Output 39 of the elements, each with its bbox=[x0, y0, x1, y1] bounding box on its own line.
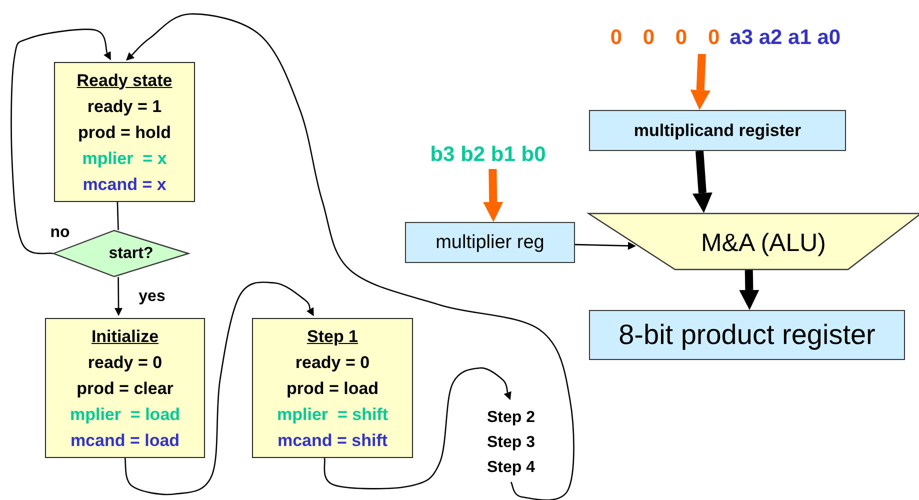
state-assignment: mcand = shift bbox=[277, 430, 388, 452]
state-assignment: prod = load bbox=[286, 378, 379, 400]
state-assignment: prod = hold bbox=[78, 122, 172, 144]
step-label: Step 3 bbox=[486, 432, 535, 452]
bit-label: a3 a2 a1 a0 bbox=[730, 26, 841, 50]
state-assignment: prod = clear bbox=[76, 378, 174, 400]
arrow bbox=[483, 168, 504, 222]
state-assignment: mplier = load bbox=[70, 404, 180, 426]
register-box: multiplier reg bbox=[405, 222, 575, 263]
arrow bbox=[126, 13, 574, 500]
alu-label: M&A (ALU) bbox=[700, 229, 826, 258]
arrow bbox=[692, 150, 712, 213]
state-assignment: mcand = load bbox=[70, 430, 180, 452]
decision-label: start? bbox=[108, 244, 154, 262]
state-assignment: ready = 0 bbox=[295, 352, 370, 374]
state-box bbox=[54, 62, 195, 202]
state-box bbox=[45, 318, 205, 458]
state-heading: Ready state bbox=[76, 70, 172, 92]
arrow bbox=[324, 367, 512, 490]
bit-label: b3 b2 b1 b0 bbox=[430, 143, 546, 167]
arrow bbox=[690, 54, 710, 110]
step-label: Step 4 bbox=[486, 458, 535, 478]
state-assignment: mcand = x bbox=[82, 174, 166, 196]
arrow bbox=[739, 270, 760, 310]
arrow bbox=[10, 28, 111, 254]
arrow bbox=[574, 242, 636, 250]
state-heading: Step 1 bbox=[306, 326, 358, 348]
state-box bbox=[252, 318, 413, 458]
bit-label: 0 0 0 0 bbox=[610, 26, 720, 50]
state-heading: Initialize bbox=[91, 326, 159, 348]
register-box: multiplicand register bbox=[589, 110, 846, 151]
state-assignment: mplier = shift bbox=[277, 404, 388, 426]
state-assignment: ready = 0 bbox=[88, 352, 162, 374]
step-label: Step 2 bbox=[486, 408, 535, 428]
register-box: 8-bit product register bbox=[589, 310, 905, 360]
state-assignment: mplier = x bbox=[82, 148, 167, 170]
state-assignment: ready = 1 bbox=[87, 96, 162, 118]
arrow bbox=[124, 282, 314, 496]
arrow bbox=[114, 277, 123, 316]
